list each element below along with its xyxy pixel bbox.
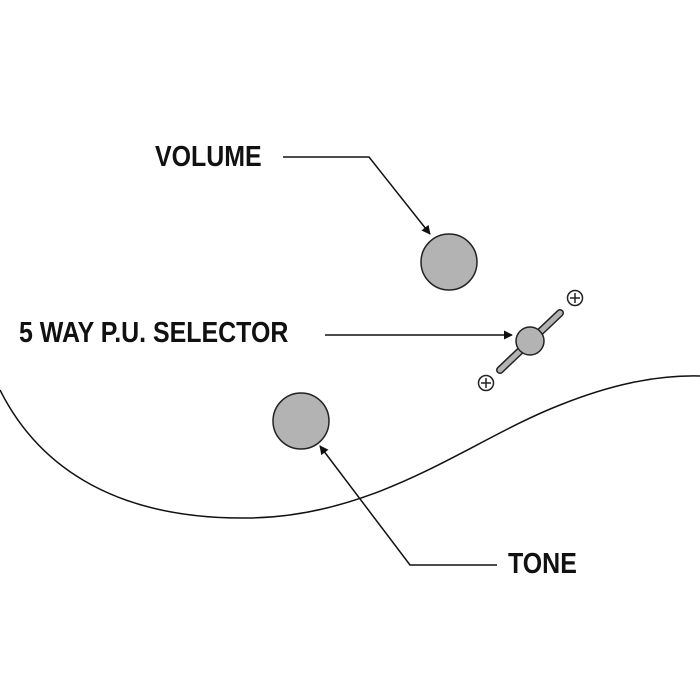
pickup-selector-label: 5 WAY P.U. SELECTOR [19, 317, 289, 349]
pickup-selector-switch [496, 309, 564, 374]
volume-leader-arrow [283, 156, 431, 235]
body-outline-curve [0, 375, 700, 519]
plus-screw-icon [566, 289, 584, 307]
tone-label: TONE [508, 548, 577, 580]
selector-knob [515, 326, 545, 356]
tone-knob [272, 392, 330, 450]
tone-leader-arrow [319, 445, 497, 566]
volume-knob [420, 233, 478, 291]
volume-label: VOLUME [155, 141, 262, 173]
plus-screw-icon [477, 374, 495, 392]
